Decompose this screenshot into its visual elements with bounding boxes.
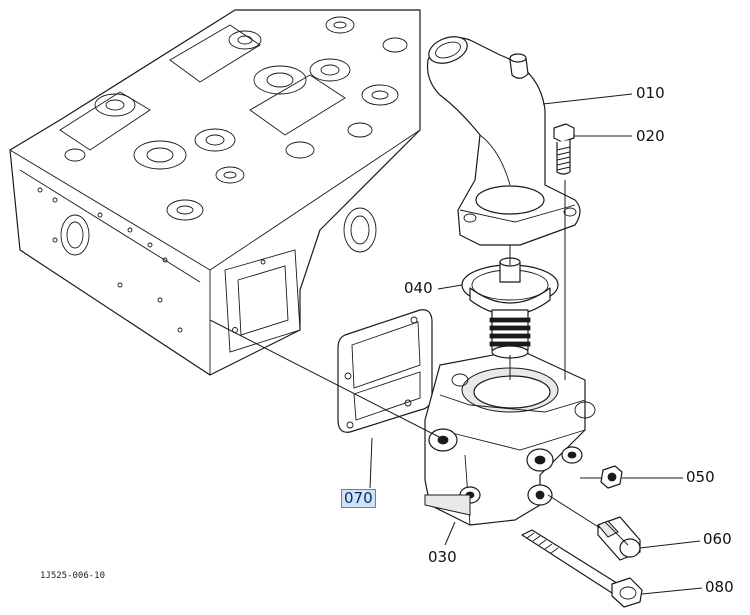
plug-050 xyxy=(600,465,623,489)
assembly-lines xyxy=(209,180,602,529)
callout-020[interactable]: 020 xyxy=(636,127,665,145)
cylinder-head xyxy=(9,9,421,376)
callout-080[interactable]: 080 xyxy=(705,578,734,596)
water-flange-010 xyxy=(426,36,581,246)
thermostat-housing-030 xyxy=(424,349,596,526)
long-bolt-080 xyxy=(521,529,643,608)
callout-040[interactable]: 040 xyxy=(404,279,433,297)
leader-lines xyxy=(369,93,703,595)
callout-030[interactable]: 030 xyxy=(428,548,457,566)
callout-060[interactable]: 060 xyxy=(703,530,732,548)
bolt-020 xyxy=(553,123,575,175)
callout-010[interactable]: 010 xyxy=(636,84,665,102)
thermostat-040 xyxy=(461,257,559,359)
fitting-060 xyxy=(597,516,641,561)
callout-070[interactable]: 070 xyxy=(341,489,376,508)
gasket-070 xyxy=(337,309,433,433)
callout-050[interactable]: 050 xyxy=(686,468,715,486)
drawing-id: 1J525-006-10 xyxy=(40,571,106,581)
